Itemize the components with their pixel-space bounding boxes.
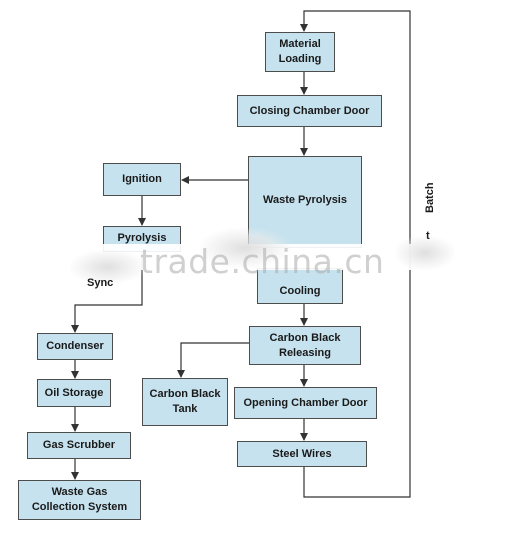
node-steel-wires: Steel Wires <box>237 441 367 467</box>
watermark-blob-mid <box>200 228 290 268</box>
node-carbon-black-tank: Carbon Black Tank <box>142 378 228 426</box>
watermark-blob-left <box>70 250 145 284</box>
node-waste-gas-collection-system: Waste Gas Collection System <box>18 480 141 520</box>
node-gas-scrubber: Gas Scrubber <box>27 432 131 459</box>
node-oil-storage: Oil Storage <box>37 379 111 407</box>
node-ignition: Ignition <box>103 163 181 196</box>
node-condenser: Condenser <box>37 333 113 360</box>
node-opening-chamber-door: Opening Chamber Door <box>234 387 377 419</box>
node-pyrolysis-label: Pyrolysis <box>117 232 167 244</box>
label-sync: Sync <box>87 277 114 289</box>
node-material-loading: Material Loading <box>265 32 335 72</box>
watermark-blob-right <box>395 236 455 270</box>
node-cooling-label: Cooling <box>279 285 321 297</box>
node-cooling: Cooling <box>257 268 343 304</box>
line-releasing-to-tank <box>177 342 249 378</box>
node-carbon-black-releasing: Carbon Black Releasing <box>249 326 361 365</box>
watermark-text: trade.china.cn <box>140 242 385 281</box>
label-batch: Batch <box>424 182 436 213</box>
node-waste-pyrolysis-label: Waste Pyrolysis <box>263 194 347 206</box>
node-closing-chamber-door: Closing Chamber Door <box>237 95 382 127</box>
label-batch-partial: t <box>426 230 430 242</box>
